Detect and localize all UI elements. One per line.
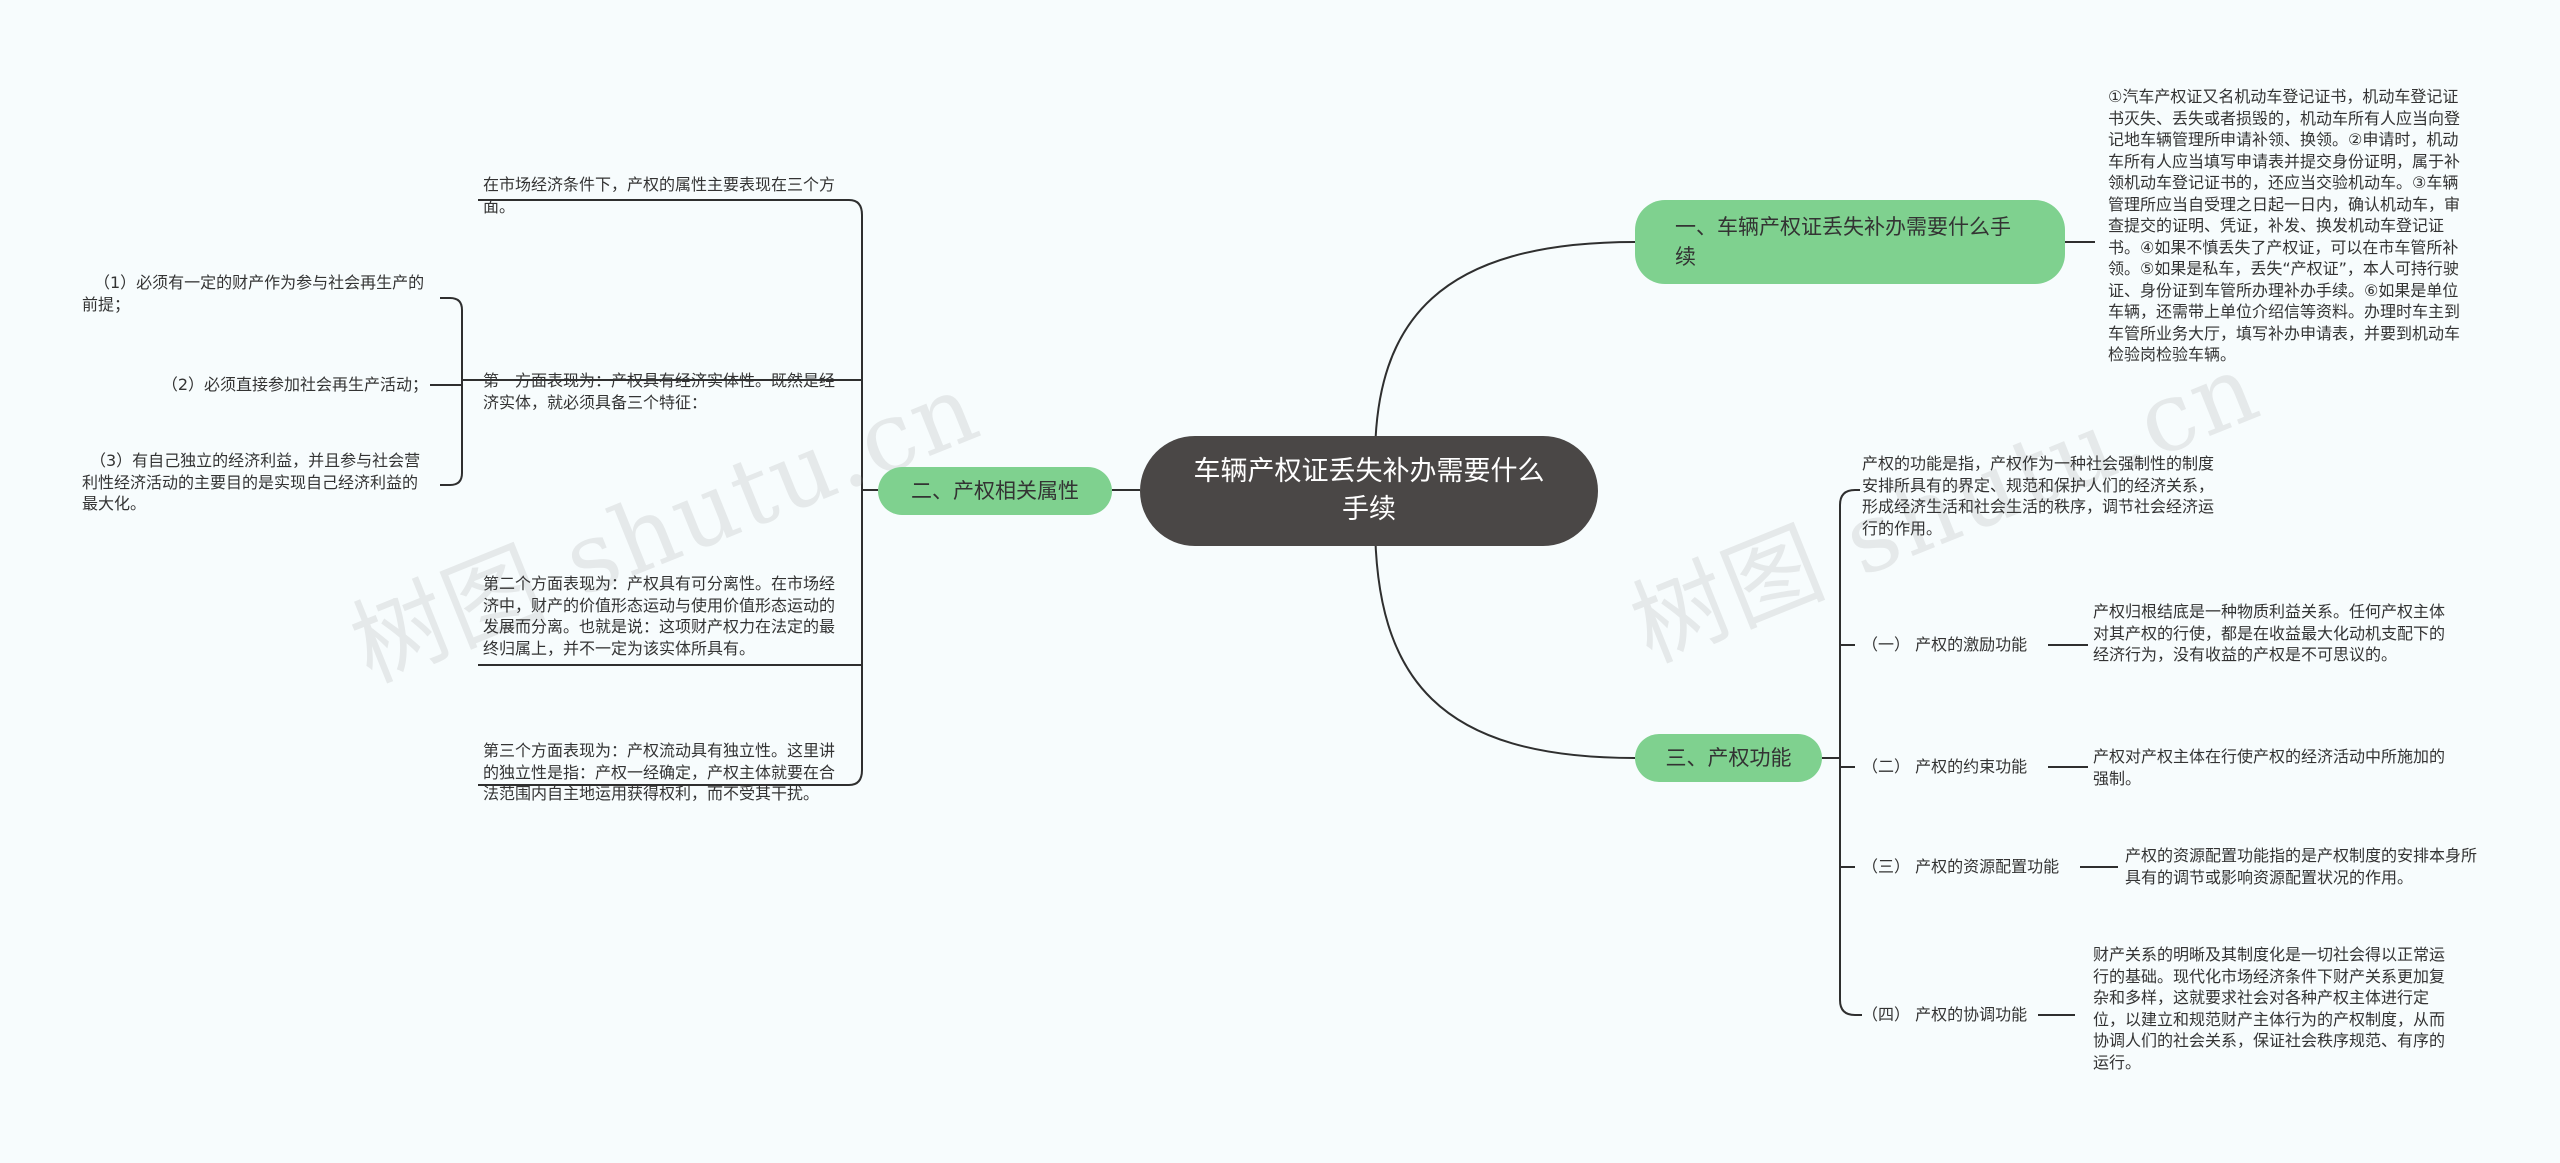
b2-aspect1-point-2: （2）必须直接参加社会再生产活动； bbox=[161, 375, 428, 394]
b2-aspect1: 第一方面表现为：产权具有经济实体性。既然是经济实体，就必须具备三个特征： bbox=[483, 371, 836, 412]
b3-function-1-desc: 产权归根结底是一种物质利益关系。任何产权主体对其产权的行使，都是在收益最大化动机… bbox=[2093, 602, 2446, 664]
link-root-b3 bbox=[1374, 519, 1636, 759]
b2-aspect1-point-1: （1）必须有一定的财产作为参与社会再生产的前提； bbox=[82, 273, 425, 314]
b2-aspect3: 第三个方面表现为：产权流动具有独立性。这里讲的独立性是指：产权一经确定，产权主体… bbox=[483, 741, 836, 803]
b3-function-4-label[interactable]: （四） 产权的协调功能 bbox=[1862, 1005, 2028, 1024]
b3-function-2-desc: 产权对产权主体在行使产权的经济活动中所施加的强制。 bbox=[2093, 747, 2446, 788]
b3-function-1-label[interactable]: （一） 产权的激励功能 bbox=[1862, 635, 2028, 654]
b3-intro: 产权的功能是指，产权作为一种社会强制性的制度安排所具有的界定、规范和保护人们的经… bbox=[1862, 454, 2215, 538]
b3-function-3-label[interactable]: （三） 产权的资源配置功能 bbox=[1862, 857, 2060, 876]
link-root-b1 bbox=[1374, 241, 1636, 461]
b3-function-2-label[interactable]: （二） 产权的约束功能 bbox=[1862, 757, 2028, 776]
bracket-b3 bbox=[1839, 489, 1856, 1016]
branch-1[interactable]: 一、车辆产权证丢失补办需要什么手续 bbox=[1635, 200, 2065, 284]
branch-2[interactable]: 二、产权相关属性 bbox=[878, 467, 1112, 515]
b2-intro: 在市场经济条件下，产权的属性主要表现在三个方面。 bbox=[483, 175, 836, 216]
b3-function-4-desc: 财产关系的明晰及其制度化是一切社会得以正常运行的基础。现代化市场经济条件下财产关… bbox=[2093, 945, 2446, 1072]
root-topic[interactable]: 车辆产权证丢失补办需要什么手续 bbox=[1140, 436, 1598, 546]
bracket-b2 bbox=[848, 199, 863, 786]
branch-1-detail: ①汽车产权证又名机动车登记证书，机动车登记证书灭失、丢失或者损毁的，机动车所有人… bbox=[2108, 87, 2461, 364]
b3-function-3-desc: 产权的资源配置功能指的是产权制度的安排本身所具有的调节或影响资源配置状况的作用。 bbox=[2125, 846, 2478, 887]
b2-aspect2: 第二个方面表现为：产权具有可分离性。在市场经济中，财产的价值形态运动与使用价值形… bbox=[483, 574, 836, 658]
branch-2-label: 二、产权相关属性 bbox=[911, 479, 1079, 503]
branch-3-label: 三、产权功能 bbox=[1665, 746, 1792, 770]
branch-1-label: 一、车辆产权证丢失补办需要什么手续 bbox=[1675, 215, 2011, 269]
b2-aspect1-point-3: （3）有自己独立的经济利益，并且参与社会营利性经济活动的主要目的是实现自己经济利… bbox=[82, 451, 421, 513]
branch-3[interactable]: 三、产权功能 bbox=[1635, 734, 1822, 782]
root-title: 车辆产权证丢失补办需要什么手续 bbox=[1193, 456, 1545, 525]
